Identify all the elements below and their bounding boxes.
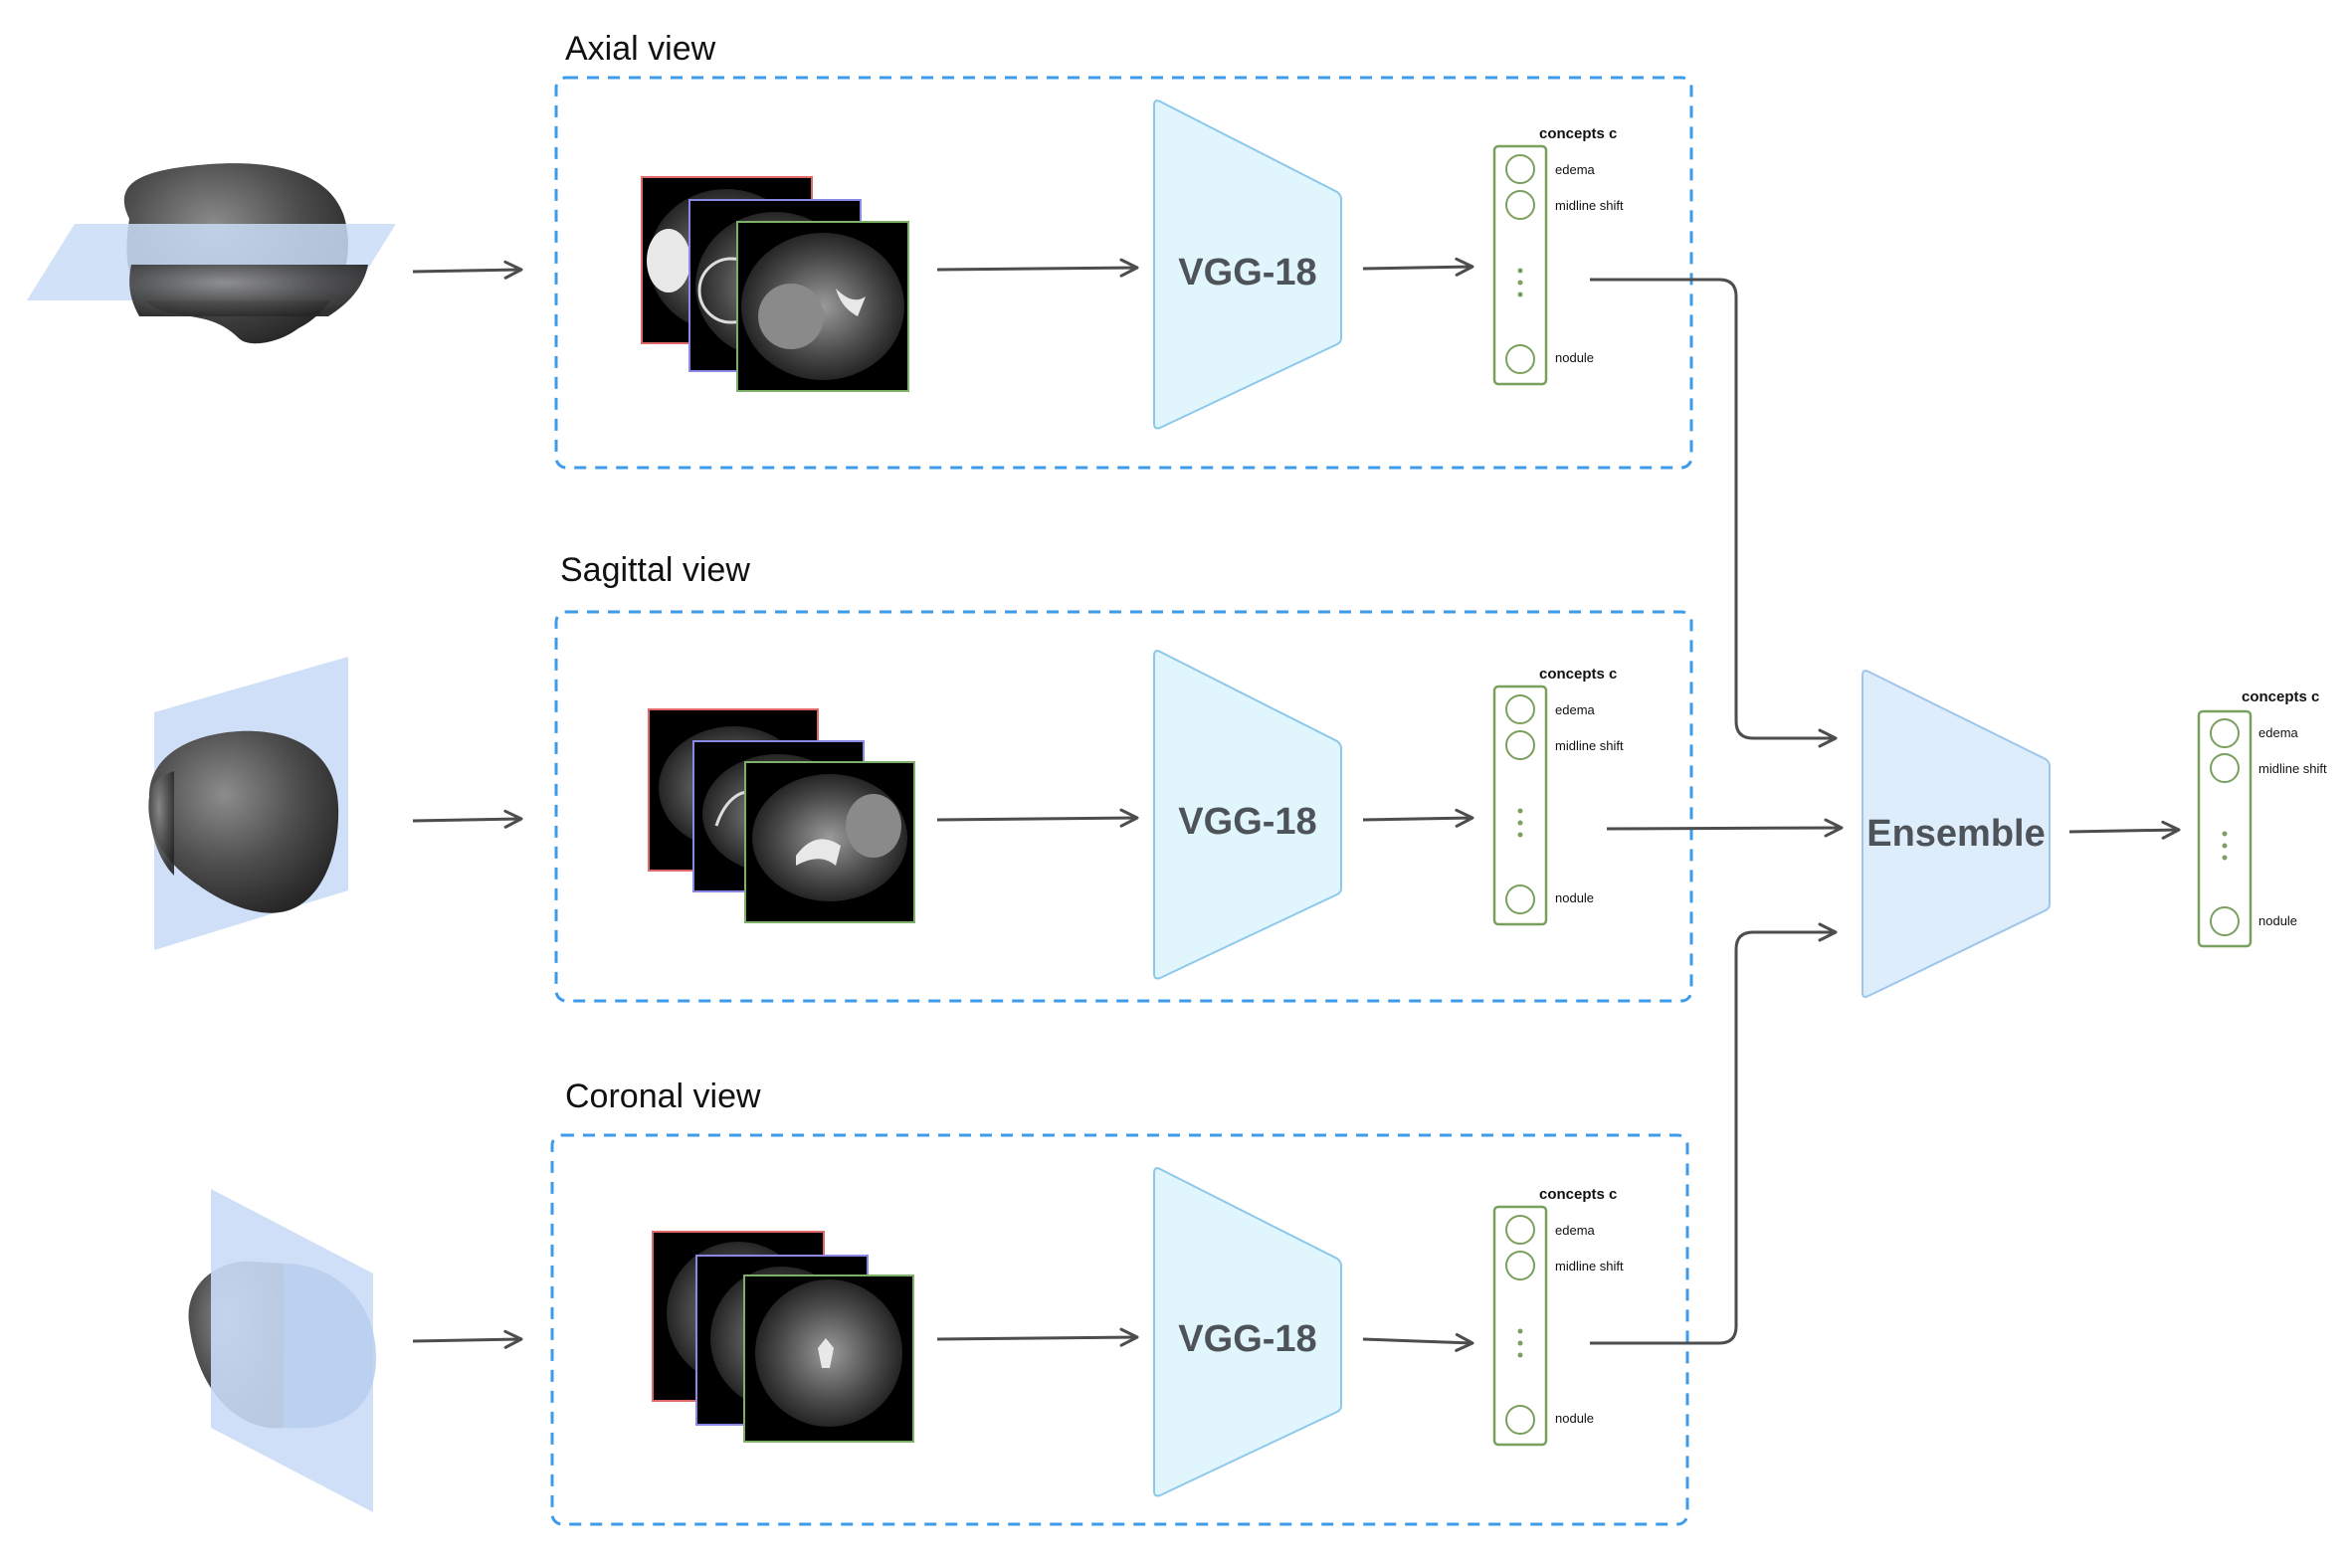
brain-3d-icon — [27, 163, 396, 344]
concept-node-icon — [1505, 694, 1535, 724]
network-label: VGG-18 — [1178, 252, 1316, 294]
coronal-row: Coronal view VGG-18 concepts c — [188, 1078, 1689, 1526]
concept-label: midline shift — [1555, 738, 1624, 753]
arrow-right-icon — [1362, 257, 1474, 277]
arrow-right-icon — [1590, 922, 1838, 1345]
concept-label: midline shift — [2258, 761, 2327, 776]
view-title: Axial view — [565, 30, 716, 68]
arrow-right-icon — [1590, 278, 1838, 748]
arrow-right-icon — [412, 809, 523, 829]
arrow-right-icon — [936, 258, 1139, 278]
concept-title: concepts c — [2242, 688, 2319, 705]
brain-3d-icon — [148, 657, 348, 950]
arrow-right-icon — [936, 1327, 1139, 1347]
mri-slice-stack — [652, 1231, 914, 1443]
arrow-right-icon — [1362, 808, 1474, 828]
ellipsis-vertical-icon — [1517, 1328, 1523, 1358]
final-concept-vector: concepts c edema midline shift nodule — [2197, 688, 2327, 948]
vgg-18-network: VGG-18 — [1153, 650, 1342, 980]
concept-label: nodule — [1555, 350, 1594, 365]
ensemble-label: Ensemble — [1866, 813, 2046, 855]
arrow-right-icon — [1362, 1332, 1474, 1352]
arrow-right-icon — [2068, 820, 2181, 840]
view-title: Coronal view — [565, 1078, 761, 1115]
network-label: VGG-18 — [1178, 1318, 1316, 1360]
mri-slice-icon — [743, 1274, 914, 1443]
concept-label: nodule — [1555, 1411, 1594, 1426]
ellipsis-vertical-icon — [1517, 268, 1523, 297]
concept-node-icon — [1505, 1405, 1535, 1435]
brain-3d-icon — [188, 1189, 377, 1512]
concept-label: nodule — [2258, 913, 2297, 928]
ensemble-connectors — [1590, 278, 1844, 1345]
concept-label: edema — [1555, 1223, 1596, 1238]
concept-node-icon — [1505, 884, 1535, 914]
concept-vector: concepts c edema midline shift nodule — [1492, 1186, 1624, 1447]
concept-node-icon — [2210, 906, 2240, 936]
concept-node-icon — [1505, 190, 1535, 220]
concept-node-icon — [1505, 1215, 1535, 1245]
concept-label: midline shift — [1555, 198, 1624, 213]
network-label: VGG-18 — [1178, 801, 1316, 843]
concept-node-icon — [1505, 730, 1535, 760]
ellipsis-vertical-icon — [2222, 831, 2228, 861]
concept-label: edema — [2258, 725, 2299, 740]
concept-label: midline shift — [1555, 1259, 1624, 1274]
axial-row: Axial view VGG-18 — [27, 30, 1693, 470]
concept-node-icon — [2210, 753, 2240, 783]
concept-label: nodule — [1555, 890, 1594, 905]
concept-title: concepts c — [1539, 1186, 1617, 1203]
sagittal-row: Sagittal view VGG-18 — [148, 551, 1693, 1003]
concept-label: edema — [1555, 162, 1596, 177]
ensemble-network: Ensemble — [1862, 670, 2051, 998]
mri-slice-stack — [648, 708, 915, 923]
concept-node-icon — [1505, 344, 1535, 374]
arrow-right-icon — [936, 808, 1139, 828]
view-box — [554, 610, 1693, 1003]
view-box — [554, 76, 1693, 470]
concept-label: edema — [1555, 702, 1596, 717]
concept-vector: concepts c edema midline shift nodule — [1492, 125, 1624, 386]
mri-slice-icon — [744, 761, 915, 923]
view-title: Sagittal view — [560, 551, 750, 589]
arrow-right-icon — [412, 260, 523, 280]
arrow-right-icon — [412, 1329, 523, 1349]
view-box — [550, 1133, 1689, 1526]
vgg-18-network: VGG-18 — [1153, 99, 1342, 430]
concept-title: concepts c — [1539, 666, 1617, 683]
concept-node-icon — [1505, 1251, 1535, 1280]
concept-title: concepts c — [1539, 125, 1617, 142]
concept-node-icon — [2210, 718, 2240, 748]
mri-slice-stack — [641, 176, 909, 392]
ellipsis-vertical-icon — [1517, 808, 1523, 838]
vgg-18-network: VGG-18 — [1153, 1167, 1342, 1497]
concept-vector: concepts c edema midline shift nodule — [1492, 666, 1624, 926]
arrow-right-icon — [1606, 818, 1844, 838]
concept-node-icon — [1505, 154, 1535, 184]
mri-slice-icon — [736, 221, 909, 392]
